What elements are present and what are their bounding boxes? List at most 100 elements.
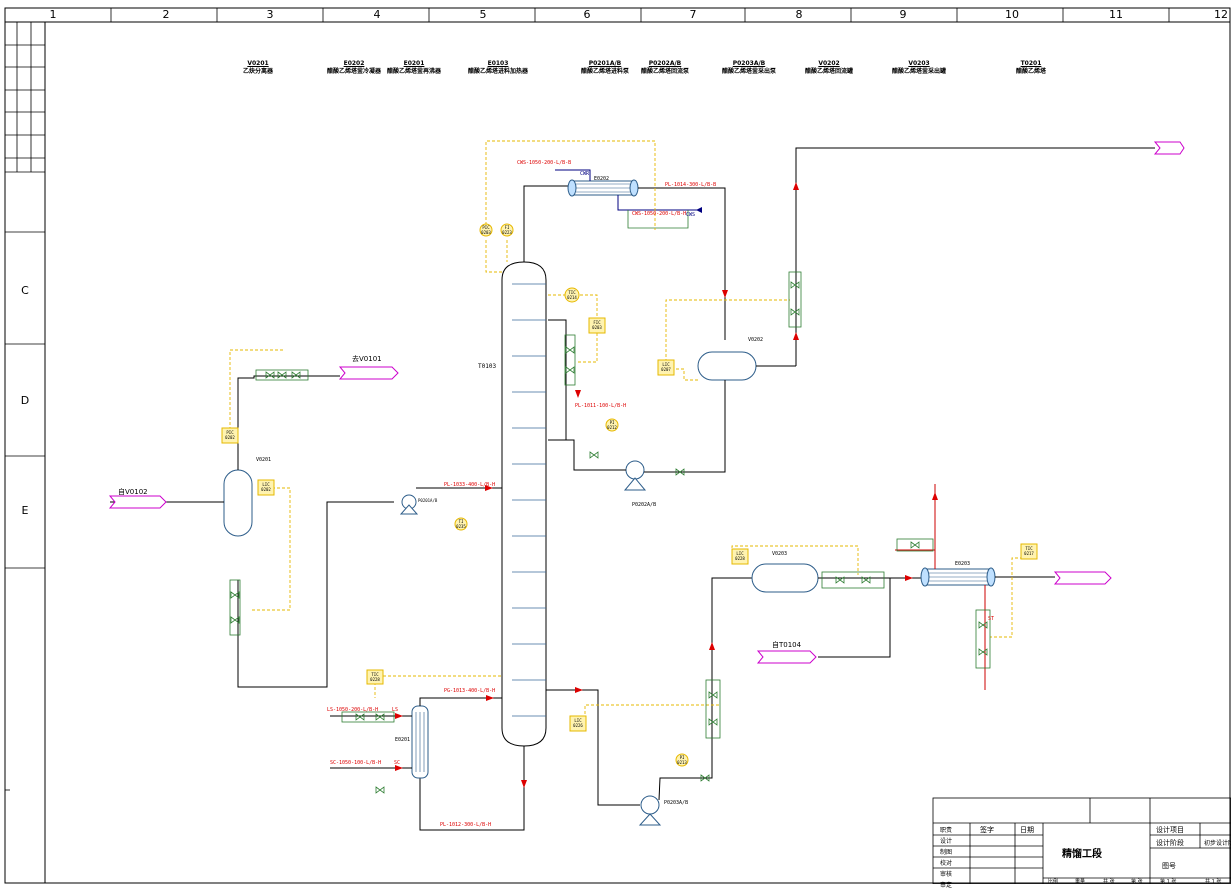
instrument-tag: TIC — [568, 290, 576, 295]
title-block-bottom-cell: 第 1 张 — [1160, 879, 1177, 885]
equipment-name: 醋酸乙烯塔 — [1015, 68, 1046, 75]
title-block-role: 制图 — [940, 849, 953, 856]
cooler-tag: E0203 — [955, 561, 971, 567]
equipment-code: P0202A/B — [648, 60, 682, 67]
title-block-project: 设计项目 — [1156, 826, 1184, 834]
equipment-code: T0201 — [1020, 60, 1042, 67]
title-block-role: 审定 — [940, 882, 953, 889]
grid-column-4: 4 — [373, 8, 381, 21]
instrument-tag: PIC — [226, 430, 234, 435]
grid-column-9: 9 — [899, 8, 907, 21]
equipment-name: 醋酸乙烯塔进料泵 — [580, 68, 629, 75]
column-tag: T0103 — [478, 363, 497, 370]
pipe-label-cws: CWS — [686, 212, 696, 218]
instrument-number: 0214 — [567, 295, 577, 300]
valve-icon — [708, 691, 718, 699]
instrument-tag: TIC — [1025, 546, 1033, 551]
title-block-bottom-cell: 共 1 张 — [1205, 879, 1222, 885]
pipe-label-pl-feed: PL-1033-400-L/B-H — [444, 482, 496, 488]
instrument-number: 0203 — [592, 325, 602, 330]
valve-icon — [790, 281, 800, 289]
equipment-code: V0201 — [247, 60, 269, 67]
valve-icon — [861, 576, 871, 584]
equipment-code: E0202 — [343, 60, 365, 67]
title-block-role: 职责 — [940, 827, 953, 834]
valve-icon — [277, 371, 287, 379]
pipe-label-cws-top: CWS-1050-200-L/B-B — [517, 160, 572, 166]
grid-column-3: 3 — [266, 8, 274, 21]
equipment-name: 醋酸乙烯塔釜再沸器 — [386, 68, 441, 75]
grid-column-2: 2 — [162, 8, 170, 21]
reflux-pump-tag: P0202A/B — [632, 502, 657, 508]
valve-icon — [230, 616, 240, 624]
instrument-number: 0202 — [225, 435, 235, 440]
valve-icon — [700, 774, 710, 782]
title-block-phase: 设计阶段 — [1156, 839, 1184, 847]
title-block-bottom-cell: 重量 — [1075, 879, 1086, 885]
valve-icon — [565, 346, 575, 354]
equipment-name: 醋酸乙烯塔回流泵 — [640, 68, 689, 75]
grid-column-12: 12 — [1214, 8, 1228, 21]
valve-icon — [230, 591, 240, 599]
grid-column-8: 8 — [795, 8, 803, 21]
instrument-tag: TI — [458, 519, 464, 524]
equipment-name: 醋酸乙烯塔进料加热器 — [467, 68, 528, 75]
instrument-tag: FIC — [593, 320, 601, 325]
valve-icon — [565, 366, 575, 374]
pipe-label-cws-sub: CWS-1050-200-L/B-H — [632, 211, 687, 217]
valve-icon — [978, 648, 988, 656]
grid-column-7: 7 — [689, 8, 697, 21]
title-block-phase-value: 初步设计阶段 — [1204, 840, 1231, 847]
instrument-tag: PIC — [482, 225, 490, 230]
valve-icon — [265, 371, 275, 379]
equipment-code: E0103 — [487, 60, 509, 67]
instrument-number: 0235 — [456, 524, 466, 529]
condenser-tag: E0202 — [594, 176, 610, 182]
stream-label-from-t0104: 自T0104 — [772, 641, 802, 649]
title-block-drawing-no: 图号 — [1162, 862, 1176, 870]
equipment-code: E0201 — [403, 60, 425, 67]
pipe-label-pl-top: PL-1014-300-L/B-B — [665, 182, 717, 188]
instrument-number: 0223 — [502, 230, 512, 235]
separator-tag: V0201 — [256, 457, 272, 463]
pipe-label-cwr: CWR — [580, 171, 590, 177]
valve-icon — [910, 541, 920, 549]
valve-icon — [708, 718, 718, 726]
grid-column-5: 5 — [479, 8, 487, 21]
bottom-pump-tag: P0203A/B — [664, 800, 689, 806]
instrument-number: 0207 — [661, 367, 671, 372]
pipe-label-pl-reflux: PL-1011-100-L/B-H — [575, 403, 627, 409]
title-block-role: 审核 — [940, 871, 953, 878]
instrument-number: 0202 — [261, 487, 271, 492]
equipment-code: V0202 — [818, 60, 840, 67]
bottom-drum-tag: V0203 — [772, 551, 788, 557]
instrument-number: 0228 — [370, 677, 380, 682]
instrument-tag: LIC — [662, 362, 670, 367]
instrument-number: 0226 — [573, 723, 583, 728]
pipe-label-sc: SC — [394, 760, 401, 766]
stream-label-from-v0102: 自V0102 — [118, 488, 148, 496]
reboiler-tag: E0201 — [395, 737, 411, 743]
equipment-name: 醋酸乙烯塔回流罐 — [804, 68, 853, 75]
valve-icon — [835, 576, 845, 584]
pipe-label-st: ST — [988, 616, 995, 622]
instrument-tag: PI — [609, 420, 615, 425]
